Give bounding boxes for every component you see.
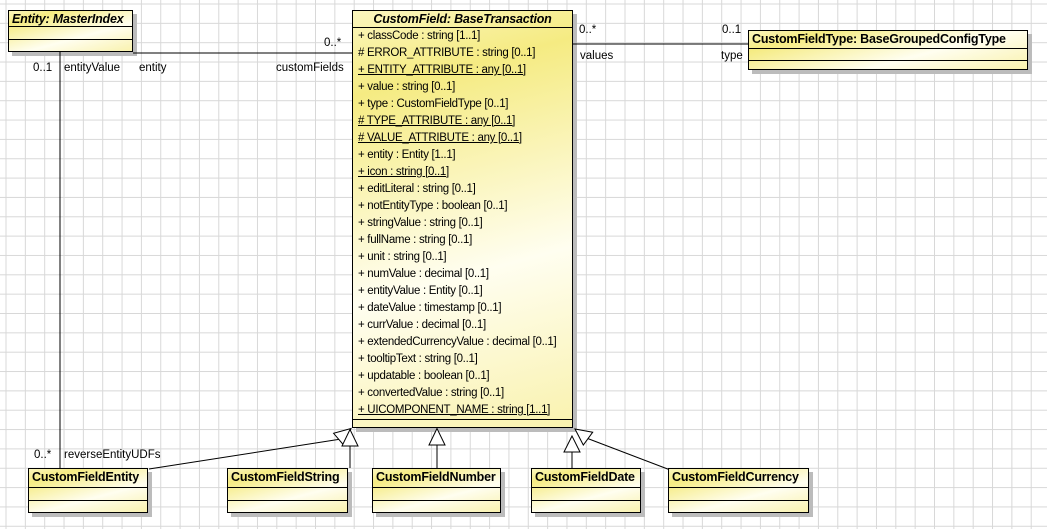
multiplicity-label: 0..1 xyxy=(722,24,742,36)
generalization-customfieldcurrency[interactable] xyxy=(574,428,670,470)
generalization-customfielddate[interactable] xyxy=(563,434,581,468)
class-title: CustomFieldCurrency xyxy=(669,469,808,488)
generalization-customfieldentity[interactable] xyxy=(148,427,352,470)
class-customfielddate[interactable]: CustomFieldDate xyxy=(531,468,641,513)
attribute-row: + type : CustomFieldType [0..1] xyxy=(358,98,509,110)
role-label-entityvalue: entityValue xyxy=(64,62,121,74)
class-title: CustomFieldEntity xyxy=(29,469,147,488)
multiplicity-label: 0..* xyxy=(324,37,342,49)
attribute-row: + fullName : string [0..1] xyxy=(358,234,472,246)
attribute-row: + value : string [0..1] xyxy=(358,81,455,93)
generalization-customfieldstring[interactable] xyxy=(341,428,359,469)
attributes-compartment xyxy=(29,488,147,501)
attribute-row: + numValue : decimal [0..1] xyxy=(358,268,489,280)
class-customfieldentity[interactable]: CustomFieldEntity xyxy=(28,468,148,513)
attribute-row: + icon : string [0..1] xyxy=(358,166,449,178)
attribute-row: + currValue : decimal [0..1] xyxy=(358,319,486,331)
attribute-row: + updatable : boolean [0..1] xyxy=(358,370,490,382)
attribute-row: + tooltipText : string [0..1] xyxy=(358,353,478,365)
role-label-values: values xyxy=(580,50,614,62)
multiplicity-label: 0..* xyxy=(34,449,52,461)
role-label-customfields: customFields xyxy=(276,62,344,74)
attributes-compartment xyxy=(373,488,500,501)
class-title: CustomFieldDate xyxy=(532,469,640,488)
class-customfieldstring[interactable]: CustomFieldString xyxy=(227,468,348,513)
generalization-customfieldnumber[interactable] xyxy=(428,427,446,469)
role-label-type: type xyxy=(721,50,743,62)
class-customfield-basetransaction[interactable]: CustomField: BaseTransaction + classCode… xyxy=(352,10,573,428)
attributes-compartment xyxy=(228,488,347,501)
attributes-compartment xyxy=(749,49,1027,61)
attribute-row: + convertedValue : string [0..1] xyxy=(358,387,504,399)
attribute-row: # TYPE_ATTRIBUTE : any [0..1] xyxy=(358,115,516,127)
attribute-row: + classCode : string [1..1] xyxy=(358,30,480,42)
attribute-row: # VALUE_ATTRIBUTE : any [0..1] xyxy=(358,132,522,144)
role-label-entity: entity xyxy=(139,62,167,74)
multiplicity-label: 0..1 xyxy=(33,62,53,74)
class-entity-masterindex[interactable]: Entity: MasterIndex xyxy=(8,10,133,52)
class-title: Entity: MasterIndex xyxy=(9,11,132,27)
attribute-row: + UICOMPONENT_NAME : string [1..1] xyxy=(358,404,551,416)
attributes-compartment xyxy=(9,27,132,40)
attribute-row: + extendedCurrencyValue : decimal [0..1] xyxy=(358,336,557,348)
attributes-compartment xyxy=(532,488,640,501)
attribute-row: + editLiteral : string [0..1] xyxy=(358,183,476,195)
attribute-row: # ERROR_ATTRIBUTE : string [0..1] xyxy=(358,47,536,59)
multiplicity-label: 0..* xyxy=(579,24,597,36)
role-label-reverseentityudfs: reverseEntityUDFs xyxy=(64,449,161,461)
attribute-row: + notEntityType : boolean [0..1] xyxy=(358,200,508,212)
class-title: CustomFieldString xyxy=(228,469,347,488)
attributes-compartment xyxy=(669,488,808,501)
generalization-arrowhead xyxy=(341,428,359,447)
generalization-arrowhead xyxy=(428,427,446,446)
class-customfieldcurrency[interactable]: CustomFieldCurrency xyxy=(668,468,809,513)
attribute-row: + dateValue : timestamp [0..1] xyxy=(358,302,502,314)
class-customfieldtype-basegroupedconfigtype[interactable]: CustomFieldType: BaseGroupedConfigType xyxy=(748,30,1028,70)
class-customfieldnumber[interactable]: CustomFieldNumber xyxy=(372,468,501,513)
attribute-row: + stringValue : string [0..1] xyxy=(358,217,483,229)
class-title: CustomFieldNumber xyxy=(373,469,500,488)
attribute-row: + entityValue : Entity [0..1] xyxy=(358,285,483,297)
class-title: CustomField: BaseTransaction xyxy=(353,11,572,28)
attributes-compartment: + classCode : string [1..1] # ERROR_ATTR… xyxy=(353,28,572,420)
attribute-row: + ENTITY_ATTRIBUTE : any [0..1] xyxy=(358,64,526,76)
attribute-row: + entity : Entity [1..1] xyxy=(358,149,456,161)
class-title: CustomFieldType: BaseGroupedConfigType xyxy=(749,31,1027,49)
generalization-arrowhead xyxy=(574,428,594,446)
generalization-arrowhead xyxy=(563,434,581,453)
attribute-row: + unit : string [0..1] xyxy=(358,251,447,263)
